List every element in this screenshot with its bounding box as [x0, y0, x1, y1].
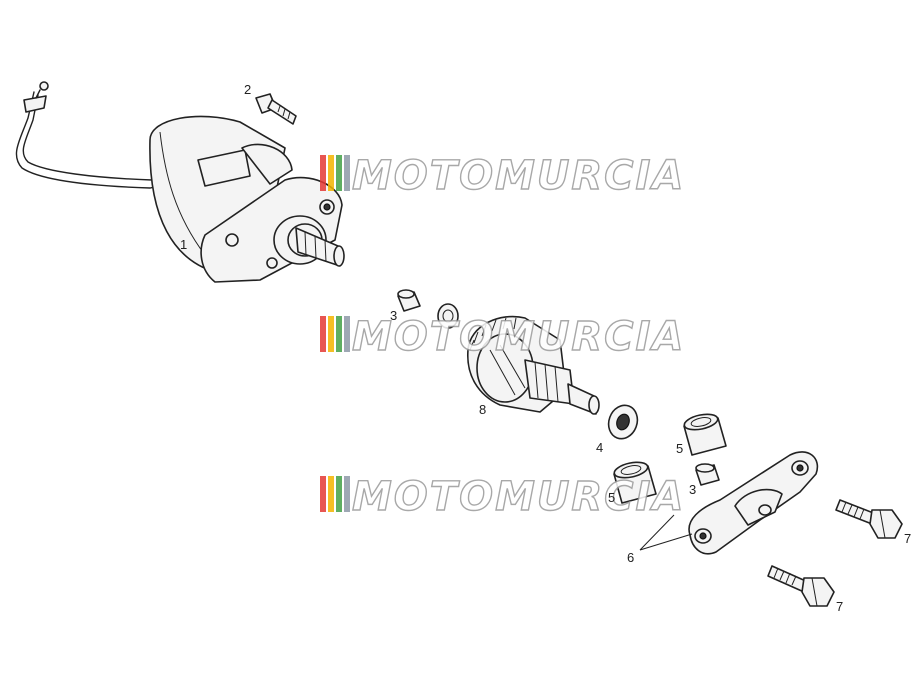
cable-terminal	[23, 95, 47, 113]
pin-part-3-lower	[695, 463, 720, 486]
callout-5-lower: 5	[608, 490, 615, 505]
callout-1: 1	[180, 237, 187, 252]
bolt-part-2	[255, 93, 297, 125]
watermark-middle: MOTOMURCIA	[320, 313, 685, 361]
washer-upper	[437, 303, 459, 329]
callout-3-upper: 3	[390, 308, 397, 323]
callout-7-lower: 7	[836, 599, 843, 614]
starter-bendix-part-8	[467, 315, 600, 415]
callout-4: 4	[596, 440, 603, 455]
starter-motor	[15, 81, 345, 283]
callout-8: 8	[479, 402, 486, 417]
callout-2: 2	[244, 82, 251, 97]
callout-labels: 1 2 3 8 4 5 3 5 6 7 7	[180, 82, 911, 614]
watermark-text: MOTOMURCIA	[352, 314, 685, 360]
bushing-part-3-upper	[397, 289, 421, 312]
callout-7-upper: 7	[904, 531, 911, 546]
bolt-part-7-lower	[767, 565, 835, 607]
motor-flange	[200, 176, 343, 283]
leader-lines	[639, 514, 693, 551]
motor-cable	[15, 91, 206, 189]
watermark-text: MOTOMURCIA	[352, 153, 685, 199]
watermark-text: MOTOMURCIA	[352, 474, 685, 520]
callout-6: 6	[627, 550, 634, 565]
bushing-part-5-upper	[683, 413, 727, 456]
callout-5-upper: 5	[676, 441, 683, 456]
watermark-top: MOTOMURCIA	[320, 152, 685, 200]
washer-part-4	[607, 404, 639, 440]
bushing-part-5-lower	[613, 461, 657, 504]
callout-3-lower: 3	[689, 482, 696, 497]
watermark-bottom: MOTOMURCIA	[320, 473, 685, 521]
support-bracket-part-6	[688, 451, 819, 555]
bolt-part-7-upper	[835, 499, 903, 539]
